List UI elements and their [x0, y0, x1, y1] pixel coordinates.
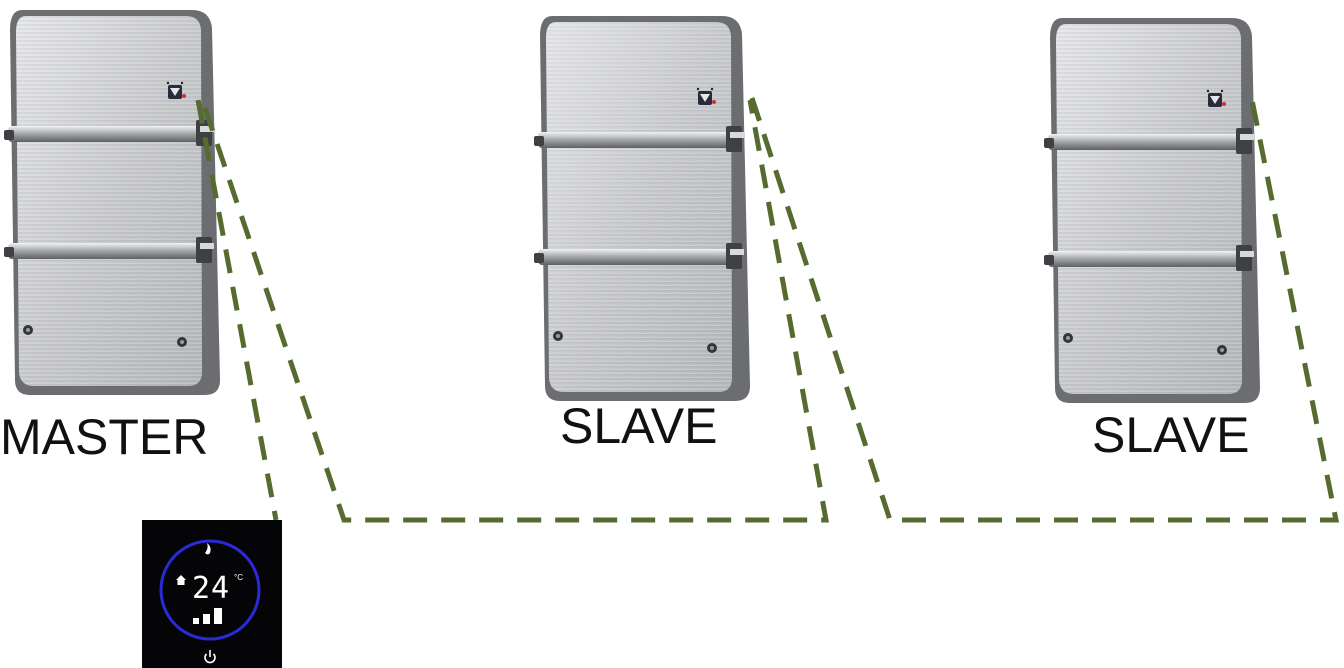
thermostat-temperature: 24: [192, 571, 230, 606]
slave-heater-1: [534, 16, 750, 401]
power-icon: [204, 650, 216, 664]
thermostat: 24 °C: [142, 520, 282, 668]
slave-label-2: SLAVE: [1092, 407, 1250, 463]
slave-heater-2: [1044, 18, 1260, 403]
signal-bars-icon: [193, 608, 222, 624]
wiring: [195, 97, 1340, 523]
master-heater: [4, 10, 220, 395]
flame-icon: [205, 543, 211, 555]
wire-slave-1-to-slave-2: [749, 97, 1340, 523]
wire-master-to-thermostat: [195, 99, 279, 521]
thermostat-ring: [159, 539, 261, 641]
home-icon: [176, 575, 186, 585]
thermostat-unit: °C: [234, 573, 243, 582]
master-label: MASTER: [0, 409, 208, 465]
slave-label-1: SLAVE: [560, 398, 718, 454]
